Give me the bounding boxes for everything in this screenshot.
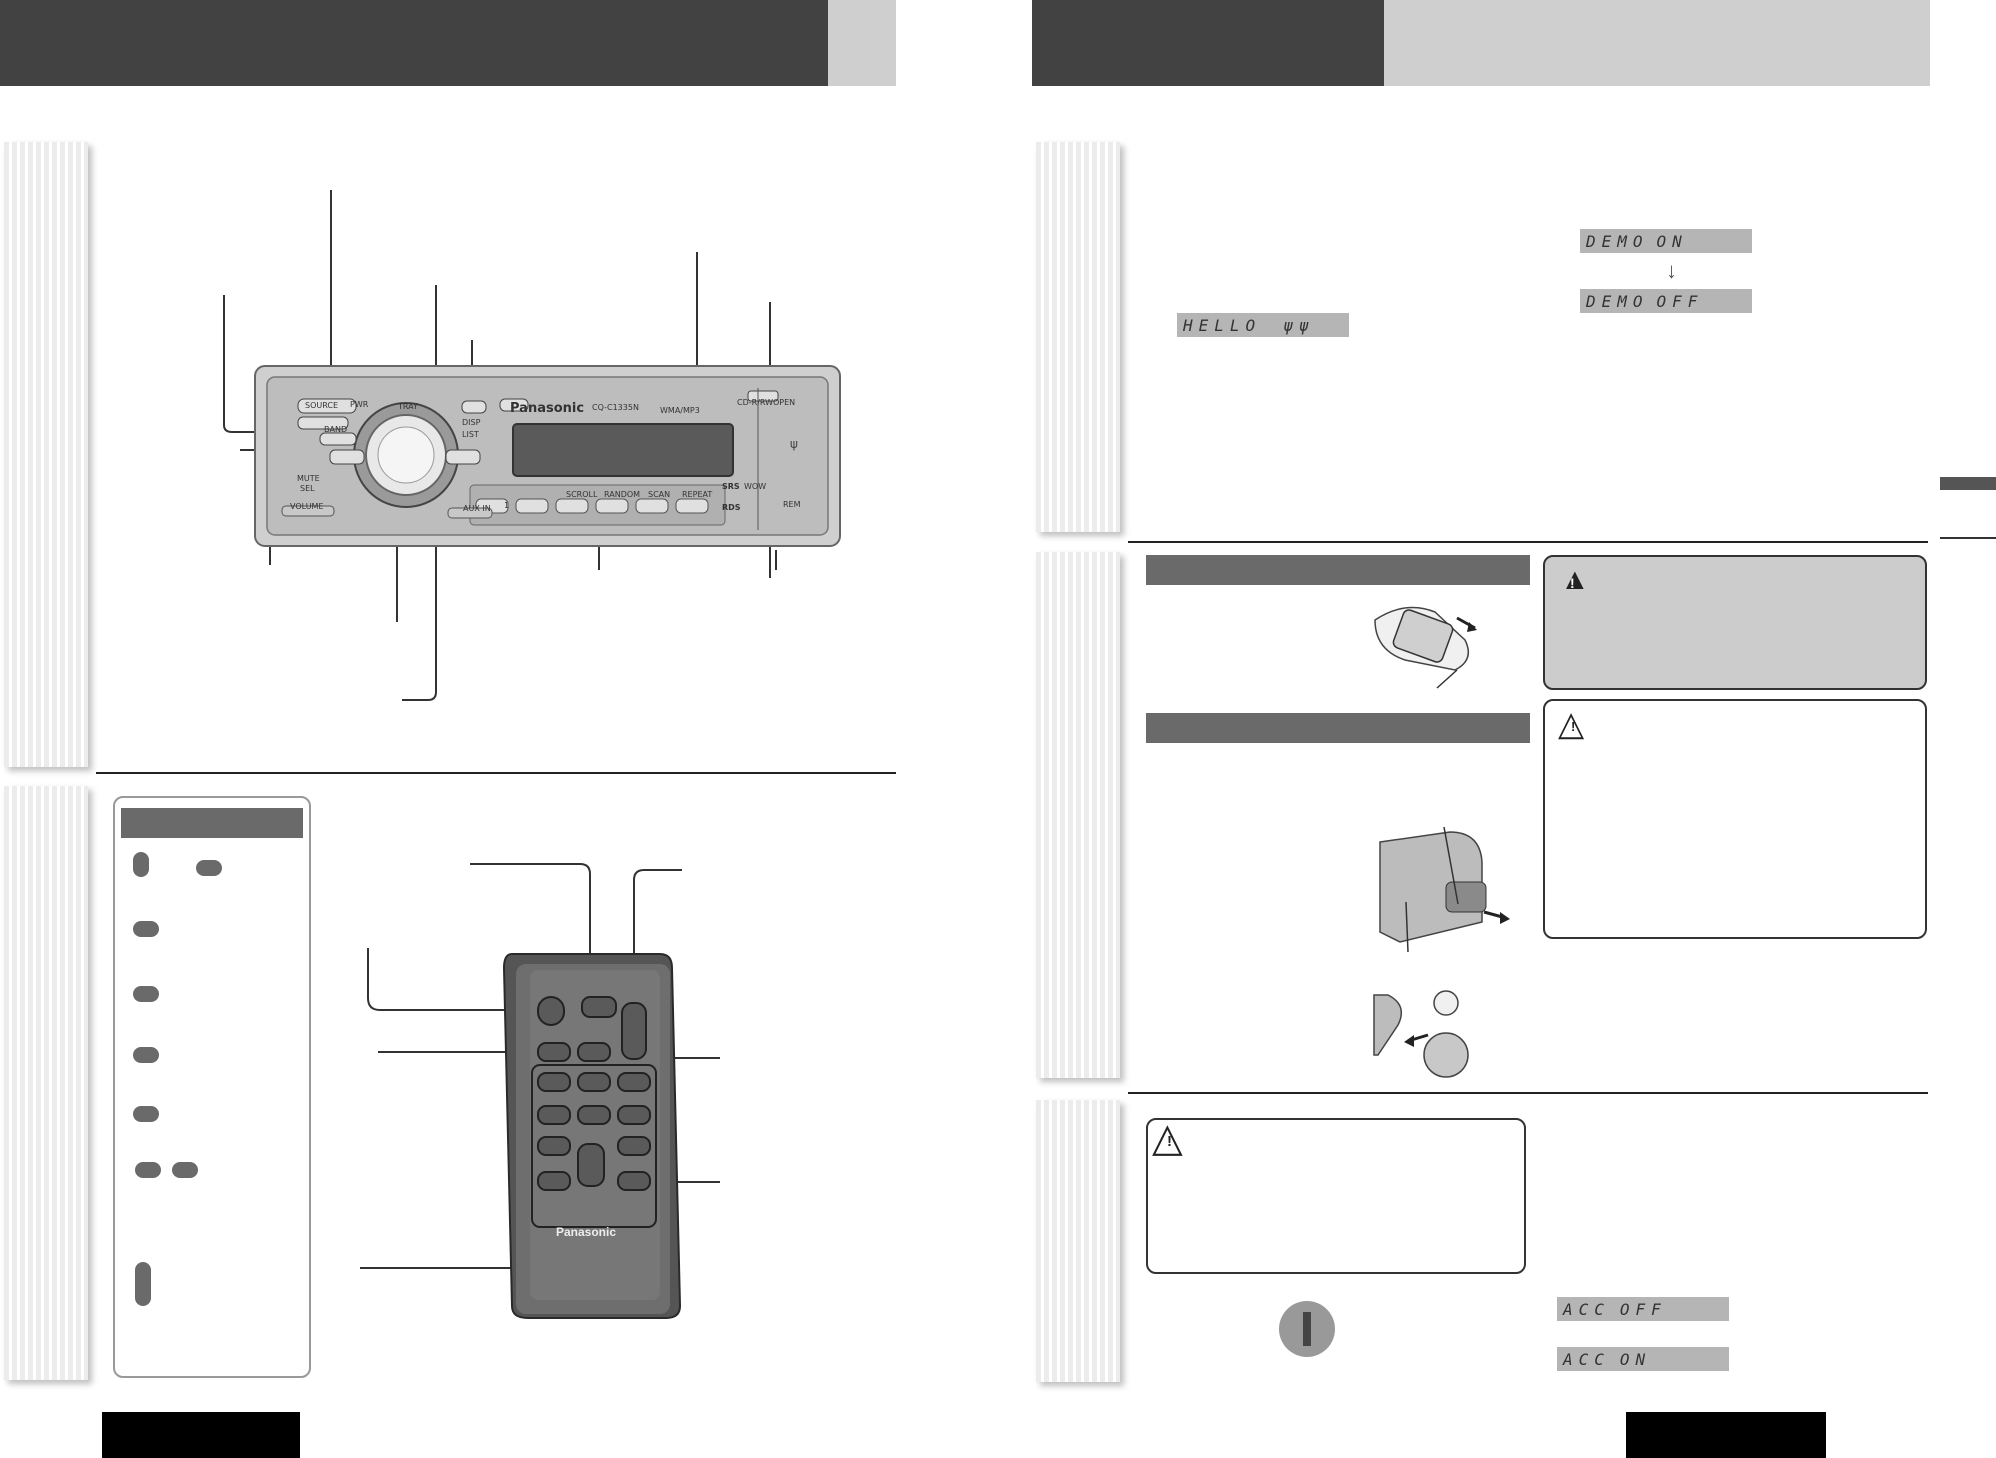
caution-icon: △ [1152,1116,1183,1160]
preset-label-5: SCAN [648,490,671,499]
srs-logo: SRS [722,482,740,491]
preset-label-4: RANDOM [604,490,641,499]
left-page-header [0,0,828,86]
lcd-acc-on-state: ON [1619,1349,1652,1369]
warning-icon-mark: ! [1570,575,1575,591]
section-bar-battery [1146,713,1530,743]
lcd-demo-off-word: DEMO [1586,291,1649,311]
preset-label-3: SCROLL [566,490,598,499]
lcd-acc-on: ACC ON [1557,1347,1729,1371]
remote-removal-illustration [1374,606,1477,689]
volume-label: VOLUME [290,502,324,511]
unit-model: CQ-C1335N [592,403,639,412]
unit-brand: Panasonic [510,401,585,416]
lcd-acc-off: ACC OFF [1557,1297,1729,1321]
lcd-demo-off: DEMO OFF [1580,289,1752,313]
caution-icon: △ [1558,705,1585,743]
prev-key-icon [135,1162,161,1178]
tray-button[interactable]: TRAY [398,402,418,411]
band-button[interactable]: BAND [324,425,348,434]
right-page-header-band [1384,0,1930,86]
section-bar-remove-remote [1146,555,1530,585]
arrow-down-icon: ↓ [1666,258,1677,283]
caution-icon-mark: ! [1167,1133,1172,1150]
lcd-acc-on-word: ACC [1563,1349,1610,1369]
volume-rocker-icon [135,1262,151,1306]
key-icon-4 [133,1106,159,1122]
warning-box [1543,555,1927,690]
open-label: OPEN [773,398,796,407]
rem-label: REM [783,500,801,509]
pwr-label: PWR [350,400,369,409]
preset-label-6: REPEAT [682,490,713,499]
lcd-demo-off-state: OFF [1656,291,1704,311]
mute-label: MUTE [297,474,320,483]
section-divider [96,772,896,774]
aux-label: AUX IN [463,504,491,513]
section-divider [1128,541,1928,543]
remote-legend-box [113,796,311,1378]
svg-text:ψ: ψ [790,437,798,451]
list-button[interactable]: LIST [462,430,479,439]
caution-box [1543,699,1927,939]
next-key-icon [172,1162,198,1178]
key-icon-2 [133,986,159,1002]
battery-holder-illustration [1379,826,1510,953]
battery-insert-illustration [1373,990,1469,1078]
lcd-acc-off-state: OFF [1619,1299,1667,1319]
warning-icon: ▲ [1560,563,1590,596]
head-unit-illustration: ψ [223,190,841,701]
sel-label: SEL [300,484,315,493]
source-button[interactable]: SOURCE [305,401,339,410]
scroll-key-icon [133,852,149,877]
caution-icon-mark: ! [1571,719,1576,734]
section-stripe-demo [1036,142,1120,532]
disp-button[interactable]: DISP [462,418,481,427]
preset-button-1[interactable]: 1 [504,501,510,510]
section-divider [1128,1092,1928,1094]
caution-box-acc [1146,1118,1526,1274]
section-stripe-remote [4,786,88,1380]
right-page-number-block [1626,1412,1826,1458]
section-stripe-battery [1036,552,1120,1078]
key-icon-3 [133,1047,159,1063]
lcd-demo-on-word: DEMO [1586,231,1649,251]
next-key-icon [196,860,222,876]
left-page-header-tab [828,0,896,86]
section-stripe-controls [4,142,88,767]
key-icon-1 [133,921,159,937]
left-page-number-block [102,1412,300,1458]
remote-brand: Panasonic [556,1225,617,1239]
lcd-demo-on-state: ON [1656,231,1688,251]
rds-logo: RDS [722,503,741,512]
section-stripe-acc [1036,1100,1120,1382]
remote-legend-header [121,808,303,838]
lcd-demo-on: DEMO ON [1580,229,1752,253]
lcd-hello-text: HELLO [1183,315,1262,335]
unit-cd-badge: CD-R/RW [737,398,774,407]
lcd-acc-off-word: ACC [1563,1299,1610,1319]
right-page-header [1032,0,1384,86]
index-tab [1940,477,1996,490]
remote-control-illustration [360,863,720,1319]
wow-logo: WOW [744,482,767,491]
switch-icon-bar [1303,1312,1311,1346]
index-tab-rule [1940,537,1996,539]
unit-wma-badge: WMA/MP3 [660,406,700,415]
